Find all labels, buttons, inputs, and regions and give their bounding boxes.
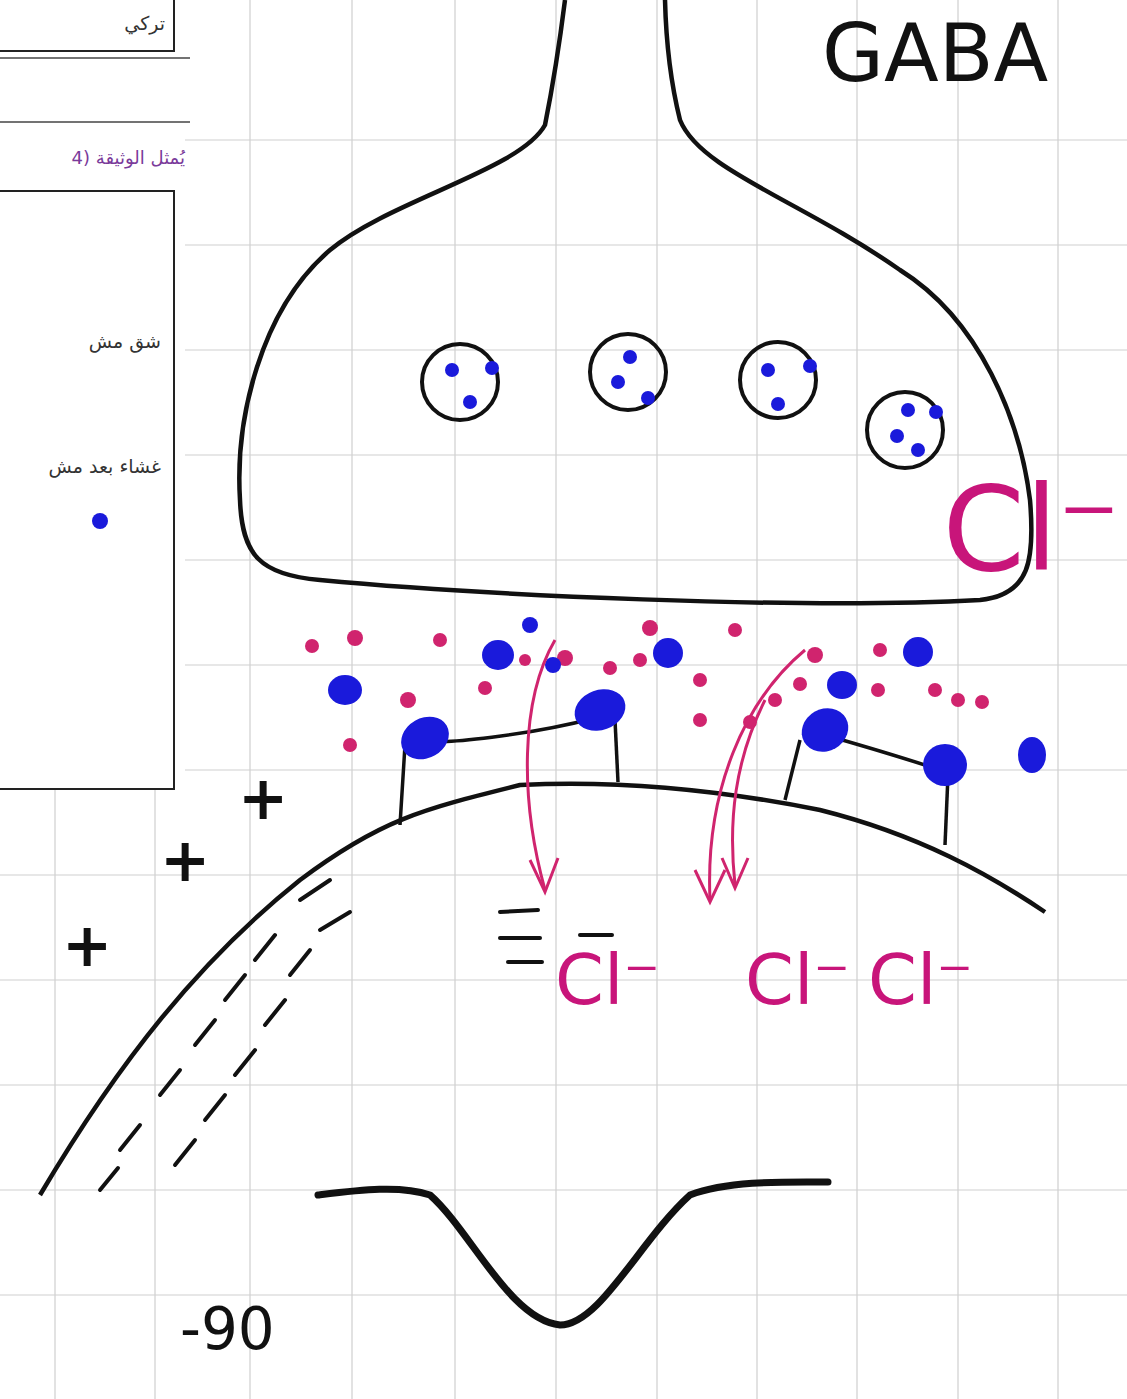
charge-sign: + <box>238 768 288 828</box>
document-box: تركي <box>0 0 175 52</box>
ion-label: Cl⁻ <box>745 945 850 1015</box>
ion-label: Cl⁻ <box>555 945 660 1015</box>
postsynaptic-membrane <box>40 784 1045 1195</box>
document-text: تركي <box>124 12 165 35</box>
legend-text: غشاء بعد مش <box>48 455 161 478</box>
ion-label: Cl⁻ <box>943 470 1120 588</box>
receptors <box>400 718 948 845</box>
ion-label: Cl⁻ <box>868 945 973 1015</box>
receptor-sites <box>393 682 967 786</box>
vesicles <box>422 334 943 468</box>
document-panel: يُمثل الوثيقة (4شق مشغشاء بعد مش <box>0 190 175 790</box>
document-heading: يُمثل الوثيقة (4 <box>72 147 185 169</box>
legend-dot <box>92 513 108 529</box>
document-rules <box>0 58 190 122</box>
gaba-in-vesicles <box>445 350 943 457</box>
negative-charges <box>100 880 612 1190</box>
transmitter-name: GABA <box>822 14 1048 94</box>
charge-sign: + <box>62 915 112 975</box>
hyperpolarization-curve <box>318 1182 828 1325</box>
potential-value: -90 <box>180 1300 275 1358</box>
legend-text: شق مش <box>89 330 161 353</box>
chloride-arrows <box>527 640 805 902</box>
charge-sign: + <box>160 830 210 890</box>
